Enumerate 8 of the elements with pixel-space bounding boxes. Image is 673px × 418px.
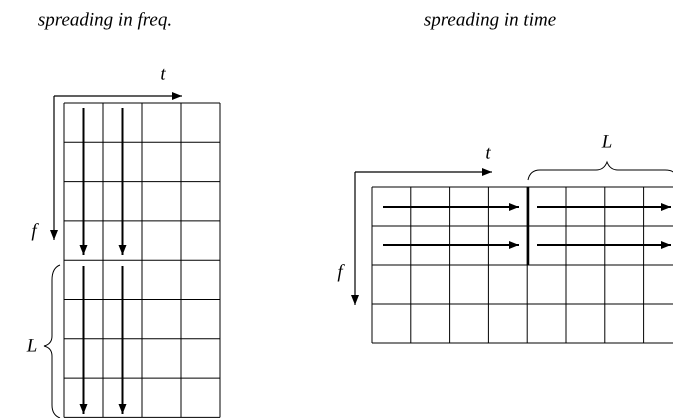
axis-label: f <box>337 262 343 282</box>
caption: spreading in freq. <box>38 10 172 30</box>
axis-label: t <box>485 144 491 162</box>
axis-label: L <box>26 336 38 356</box>
axis-label: f <box>31 222 37 240</box>
axis-label: L <box>602 132 612 152</box>
axis-label: t <box>160 64 166 84</box>
caption: spreading in time <box>424 10 556 30</box>
